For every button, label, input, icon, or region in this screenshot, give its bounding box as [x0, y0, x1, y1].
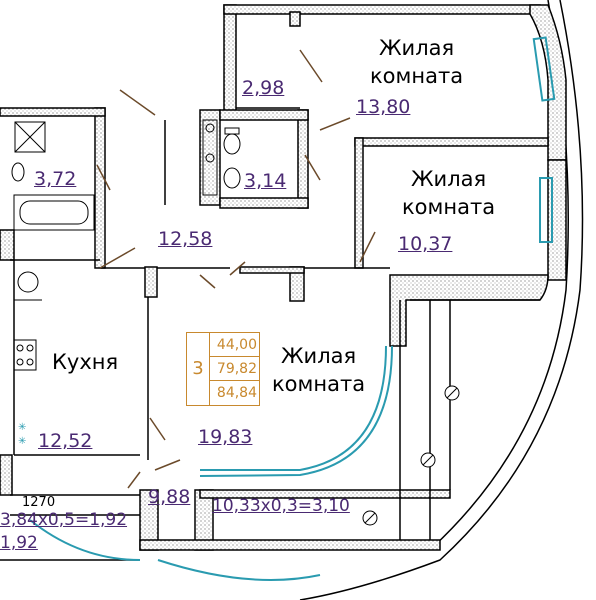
interior-walls	[0, 107, 540, 561]
area-bath-left: 3,72	[34, 168, 77, 190]
area-kitchen: 12,52	[38, 430, 93, 452]
room-name-line1: Жилая	[410, 167, 487, 191]
svg-text:✳: ✳	[18, 436, 26, 447]
balcony-calc-left: 3,84х0,5=1,92	[0, 510, 128, 530]
area-living-top: 13,80	[356, 96, 411, 118]
living-area-value: 44,00	[210, 333, 259, 357]
toilet	[223, 133, 241, 155]
room-name-line1: Жилая	[280, 344, 357, 368]
area-living-mid: 10,37	[398, 233, 453, 255]
balcony-calc-right: 10,33х0,3=3,10	[212, 496, 350, 516]
room-name-line1: Жилая	[378, 36, 455, 60]
structural-walls	[0, 4, 567, 551]
room-name-living-main: Жилая комната	[272, 342, 365, 398]
stove	[13, 339, 37, 371]
rooms-count: 3	[187, 333, 210, 405]
fixtures	[11, 119, 460, 526]
room-name-line2: комната	[272, 372, 366, 396]
area-hall: 12,58	[158, 228, 213, 250]
area-corridor-bottom: 9,88	[148, 486, 191, 508]
washing-machine	[14, 121, 46, 153]
bathtub	[13, 194, 95, 231]
balcony-total-left: 1,92	[0, 533, 38, 553]
svg-text:✳: ✳	[18, 422, 26, 433]
room-name-living-mid: Жилая комната	[402, 165, 495, 221]
kitchen-markers: ✳ ✳	[18, 422, 26, 447]
area-closet: 2,98	[242, 77, 285, 99]
doors	[96, 49, 376, 489]
area-living-main: 19,83	[198, 426, 253, 448]
total-area-value: 79,82	[210, 357, 259, 381]
room-name-living-top: Жилая комната	[370, 34, 463, 90]
area-with-balcony-value: 84,84	[216, 385, 257, 401]
room-name-kitchen: Кухня	[52, 350, 119, 374]
area-bath-center: 3,14	[244, 170, 287, 192]
room-name-line2: комната	[402, 195, 496, 219]
windows	[29, 36, 556, 581]
sink	[202, 119, 218, 196]
dimension-label: 1270	[22, 495, 56, 510]
room-name-line2: комната	[370, 64, 464, 88]
apartment-info-box: 3 44,00 79,82 84,84	[186, 332, 260, 406]
